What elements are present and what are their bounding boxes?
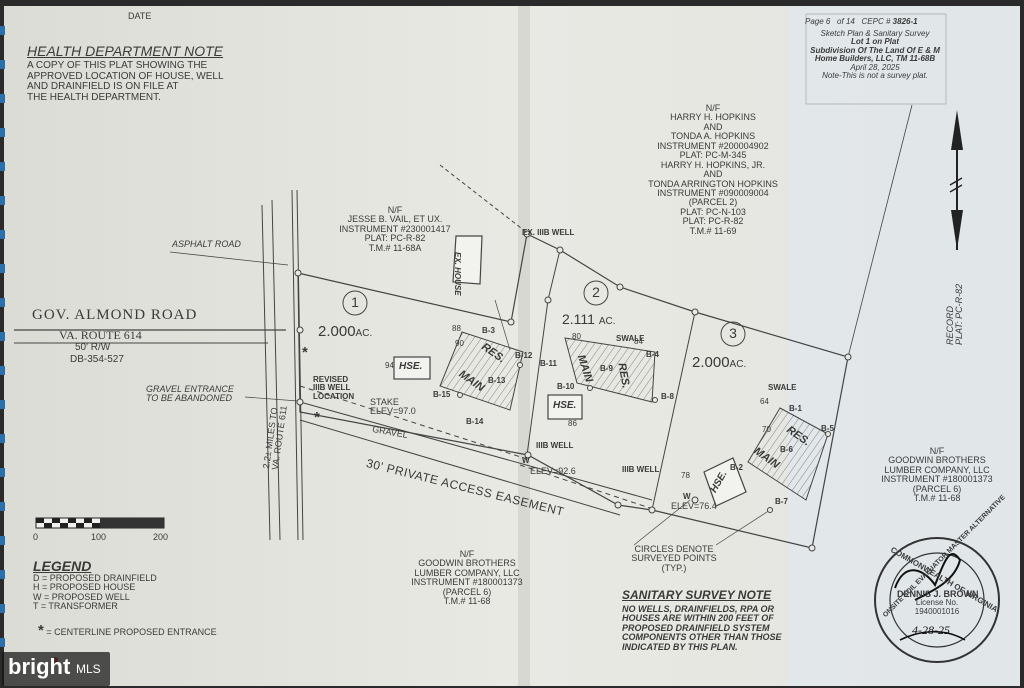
contour-90: 90	[455, 339, 464, 348]
boring-b13: B-13	[488, 376, 506, 385]
binding-rings	[0, 26, 5, 647]
north-arrow	[949, 110, 963, 250]
seal-signature-date: 4-28-25	[912, 623, 950, 637]
drainfield-lot1	[439, 331, 524, 411]
scale-0: 0	[33, 532, 39, 542]
road-route: VA. ROUTE 614	[59, 328, 142, 342]
drainfield-lot3	[747, 407, 829, 501]
soil-evaluator-seal	[874, 537, 1000, 663]
road-name: GOV. ALMOND ROAD	[32, 307, 198, 323]
well-lot2-label: IIIB WELL	[536, 441, 574, 450]
hse-lot1: HSE.	[399, 361, 423, 372]
boring-b11: B-11	[540, 359, 557, 368]
house-lot2	[547, 394, 583, 420]
contour-86: 86	[568, 419, 577, 428]
road-db: DB-354-527	[70, 354, 124, 365]
boring-b6: B-6	[780, 445, 793, 454]
lot-2-number: 2	[592, 284, 600, 300]
lot-circles	[342, 280, 746, 347]
contour-84: 84	[634, 337, 643, 346]
boring-b9: B-9	[600, 364, 613, 373]
swale-lot2: SWALE	[616, 334, 645, 343]
asphalt-road-label: ASPHALT ROAD	[172, 239, 241, 249]
well-lot3-label: IIIB WELL	[622, 465, 660, 474]
sanitary-note-title: SANITARY SURVEY NOTE	[622, 588, 772, 602]
blue-panel	[788, 6, 1020, 686]
scale-100: 100	[91, 532, 107, 542]
boring-b8: B-8	[661, 392, 674, 401]
drainfield-lot2	[564, 337, 656, 403]
contour-94: 94	[385, 361, 394, 370]
centerline-star-2: *	[314, 409, 320, 426]
hse-lot2: HSE.	[553, 400, 577, 411]
centerline-star-1: *	[302, 344, 308, 361]
lot-1-area: 2.000AC.	[318, 323, 373, 340]
lot-3-number: 3	[729, 325, 737, 341]
boring-b3: B-3	[482, 326, 495, 335]
boring-b10: B-10	[557, 382, 575, 391]
road-rw: 50' R/W	[75, 342, 111, 353]
ex-house-label: EX. HOUSE	[453, 252, 462, 296]
health-note-title: HEALTH DEPARTMENT NOTE	[27, 43, 224, 59]
boring-b1: B-1	[789, 404, 802, 413]
well-lot3-w: W	[683, 492, 691, 501]
lot-3-area: 2.000AC.	[692, 354, 747, 371]
surveyed-points	[294, 230, 852, 552]
boring-b12: B-12	[515, 351, 533, 360]
well-lot3-elev: ELEV=76.4	[671, 501, 717, 511]
well-lot2-w: W	[522, 456, 530, 465]
ex-house	[452, 235, 483, 285]
lot-2-area: 2.111 AC.	[562, 311, 616, 327]
well-lot2-elev: ELEV=92.6	[530, 466, 576, 476]
header-lines: Sketch Plan & Sanitary Survey Lot 1 on P…	[810, 29, 940, 80]
scale-bar	[35, 517, 165, 529]
boring-b15: B-15	[433, 390, 451, 399]
legend-title: LEGEND	[33, 558, 92, 574]
watermark-brand: bright	[8, 654, 71, 679]
contour-80: 80	[572, 332, 581, 341]
bright-mls-watermark: bright MLS	[2, 652, 110, 686]
seal-center: DENNIS J. BROWN License No. 1940001016	[897, 589, 979, 616]
contour-64: 64	[760, 397, 769, 406]
watermark-suffix: MLS	[76, 662, 101, 676]
contour-70: 70	[762, 425, 771, 434]
boring-b4: B-4	[646, 350, 659, 359]
house-lot3	[703, 457, 747, 507]
legend-centerline: * = CENTERLINE PROPOSED ENTRANCE	[38, 622, 217, 639]
swale-lot3: SWALE	[768, 383, 797, 392]
boring-b7: B-7	[775, 497, 788, 506]
scale-200: 200	[153, 532, 169, 542]
lot-1-number: 1	[351, 294, 359, 310]
ex-well-label: EX. IIIB WELL	[522, 228, 575, 237]
health-note-body: A COPY OF THIS PLAT SHOWING THE APPROVED…	[27, 60, 224, 103]
boring-b5: B-5	[821, 424, 834, 433]
boring-b2: B-2	[730, 463, 743, 472]
contour-88: 88	[452, 324, 461, 333]
page-fold	[518, 6, 530, 686]
boring-b14: B-14	[466, 417, 484, 426]
date-label: DATE	[128, 11, 152, 21]
house-lot1	[393, 356, 431, 380]
page-header: Page 6 of 14 CEPC # 3826-1	[805, 17, 918, 26]
contour-78: 78	[681, 471, 690, 480]
